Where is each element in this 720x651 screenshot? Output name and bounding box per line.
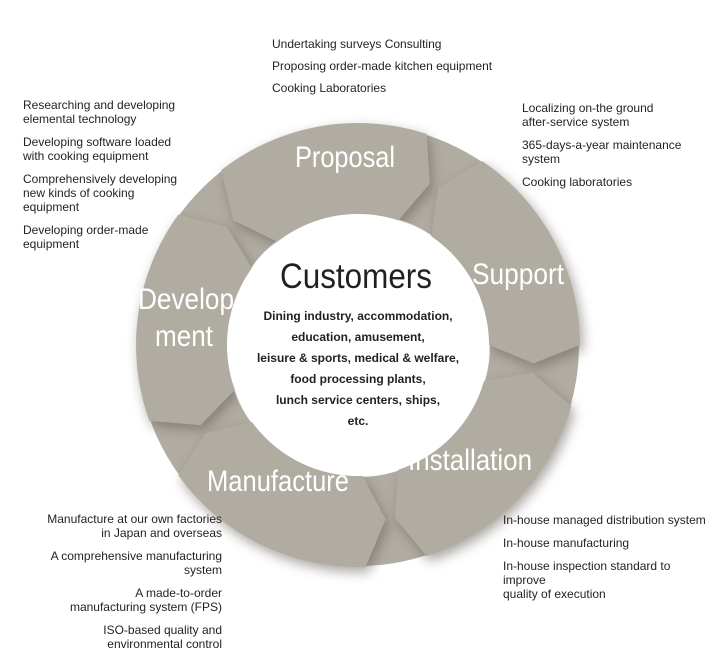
customers-title: Customers	[280, 257, 432, 296]
note-item: Developing software loaded with cooking …	[23, 135, 172, 163]
support-notes: Localizing on-the ground after-service s…	[522, 101, 717, 189]
stage-label-installation: Installation	[408, 444, 532, 477]
note-item: Proposing order-made kitchen equipment	[272, 59, 493, 73]
development-notes: Researching and developing elemental tec…	[23, 98, 183, 251]
stage-label-manufacture: Manufacture	[207, 465, 349, 498]
customers-line: education, amusement,	[291, 330, 424, 344]
note-item: Localizing on-the ground after-service s…	[522, 101, 654, 129]
note-item: Manufacture at our own factories in Japa…	[47, 512, 222, 540]
note-item: Undertaking surveys Consulting	[272, 37, 442, 51]
ring-segment-support	[431, 161, 580, 364]
note-item: Developing order-made equipment	[23, 223, 149, 251]
note-item: A made-to-order manufacturing system (FP…	[69, 586, 222, 614]
ring-segment-installation	[394, 372, 572, 557]
customers-line: leisure & sports, medical & welfare,	[257, 351, 459, 365]
customers-line: food processing plants,	[290, 372, 425, 386]
note-item: In-house managed distribution system	[503, 513, 706, 527]
note-item: ISO-based quality and environmental cont…	[103, 623, 222, 651]
ring-segments	[136, 123, 580, 568]
ring-segment-development	[136, 214, 252, 426]
installation-notes: In-house managed distribution system In-…	[503, 513, 708, 601]
note-item: Researching and developing elemental tec…	[23, 98, 176, 126]
stage-label-proposal: Proposal	[295, 141, 395, 174]
customers-line: lunch service centers, ships,	[276, 393, 440, 407]
stage-label-development: ment	[155, 320, 214, 353]
stage-label-development: Develop	[138, 283, 234, 316]
ring-segment-manufacture	[178, 422, 386, 568]
note-item: A comprehensive manufacturing system	[50, 549, 222, 577]
stage-label-support: Support	[472, 258, 565, 291]
note-item: In-house inspection standard to improve …	[503, 559, 671, 601]
note-item: Comprehensively developing new kinds of …	[23, 172, 178, 214]
ring-segment-proposal	[221, 123, 430, 242]
note-item: Cooking Laboratories	[272, 81, 387, 95]
customers-line: etc.	[348, 414, 369, 428]
note-item: Cooking laboratories	[522, 175, 633, 189]
proposal-notes: Undertaking surveys Consulting Proposing…	[272, 37, 512, 103]
stage-labels: Proposal Support Installation Manufactur…	[138, 141, 565, 498]
note-item: 365-days-a-year maintenance system	[522, 138, 682, 166]
note-item: In-house manufacturing	[503, 536, 630, 550]
customers-line: Dining industry, accommodation,	[263, 309, 452, 323]
customers-center-circle	[227, 214, 489, 476]
manufacture-notes: Manufacture at our own factories in Japa…	[12, 512, 222, 651]
customers-industry-list: Dining industry, accommodation, educatio…	[257, 309, 459, 428]
